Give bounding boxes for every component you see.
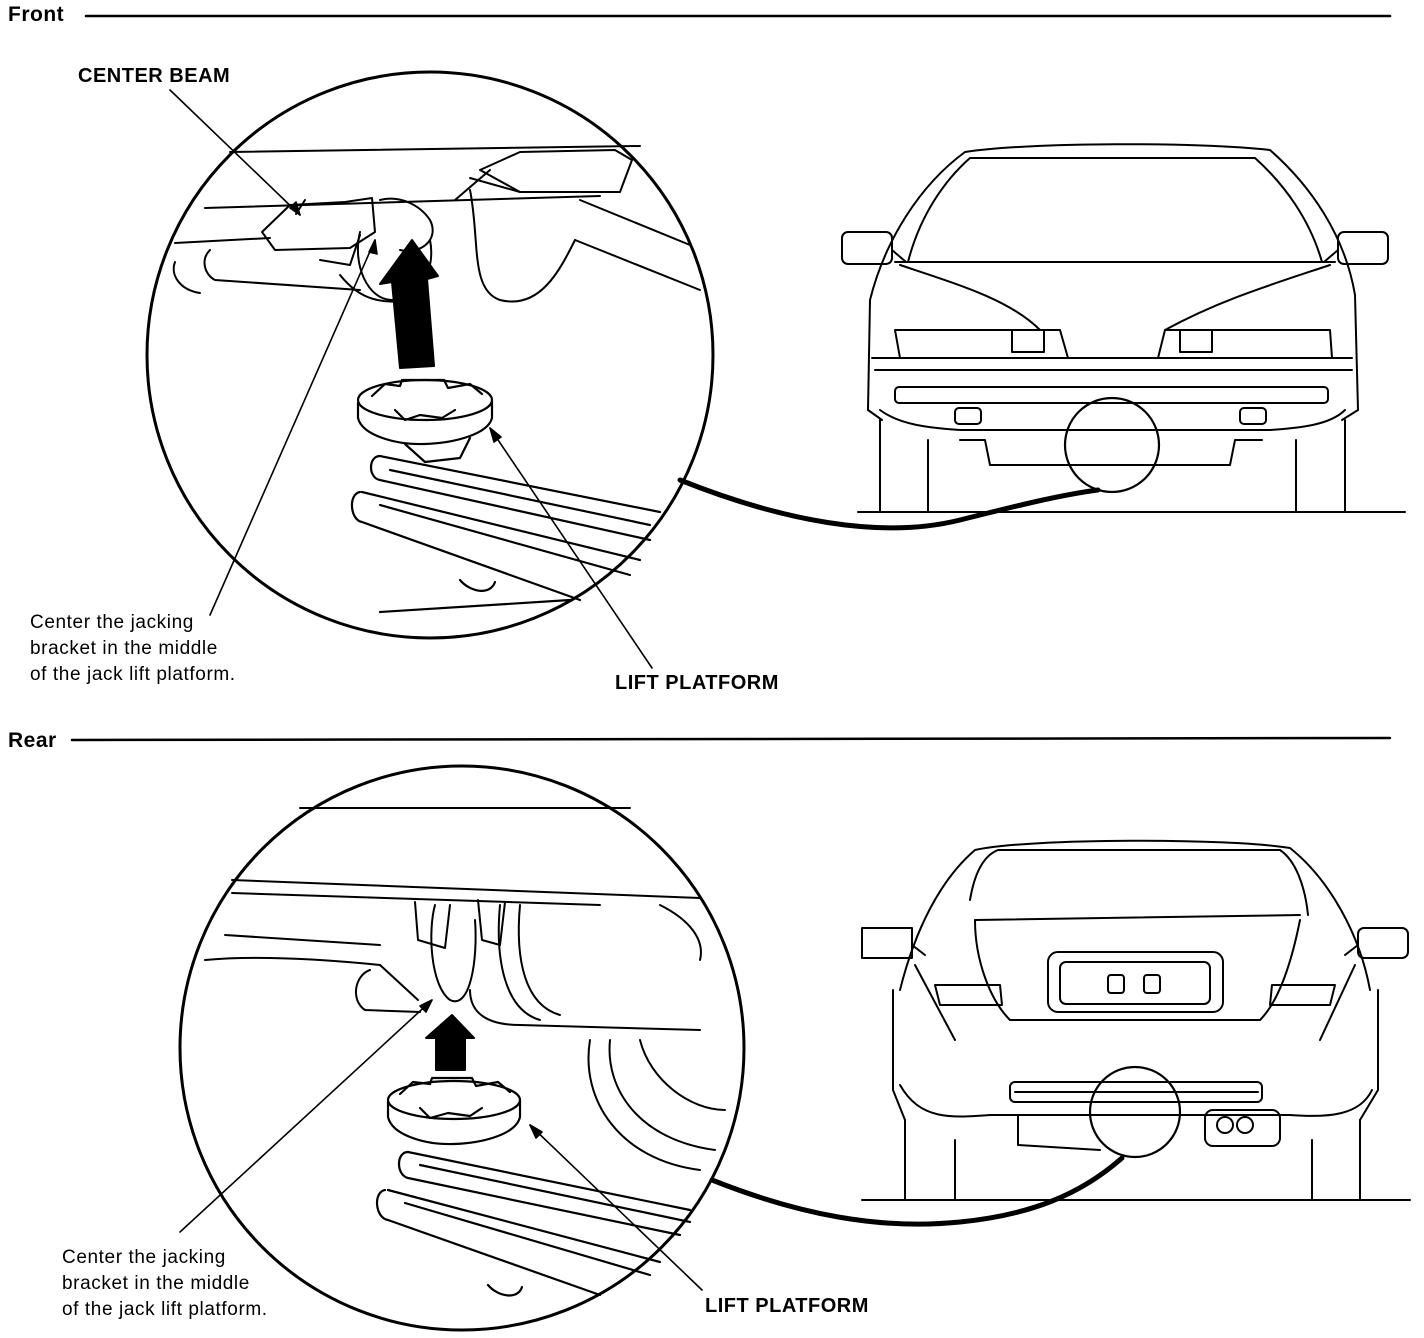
front-detail-circle <box>147 72 713 638</box>
rear-car <box>862 841 1410 1200</box>
rear-centering-note: Center the jacking bracket in the middle… <box>62 1245 382 1323</box>
rear-detail-circle <box>180 766 744 1330</box>
rear-section-title: Rear <box>8 729 57 752</box>
rear-up-arrow <box>426 1015 474 1070</box>
front-leader-lines <box>170 90 652 668</box>
front-up-arrow <box>380 240 438 368</box>
rear-note-line-1: Center the jacking <box>62 1247 226 1268</box>
rear-leader-lines <box>180 1000 702 1290</box>
front-centering-note: Center the jacking bracket in the middle… <box>30 610 350 688</box>
rear-note-line-2: bracket in the middle <box>62 1273 250 1294</box>
front-lift-platform-callout: LIFT PLATFORM <box>615 672 779 694</box>
rear-lift-platform <box>388 1078 520 1144</box>
center-beam-callout: CENTER BEAM <box>78 65 231 87</box>
front-jack-arms <box>352 456 660 612</box>
front-section-title: Front <box>8 3 65 26</box>
front-note-line-3: of the jack lift platform. <box>30 664 236 685</box>
front-connector <box>680 480 1098 528</box>
front-lift-platform <box>358 380 492 462</box>
rear-note-line-3: of the jack lift platform. <box>62 1299 268 1320</box>
rear-section-rule <box>72 738 1390 740</box>
rear-lift-platform-callout: LIFT PLATFORM <box>705 1295 869 1317</box>
rear-connector <box>712 1158 1122 1224</box>
front-car <box>842 144 1405 512</box>
rear-jack-arms <box>377 1152 690 1295</box>
front-note-line-1: Center the jacking <box>30 612 194 633</box>
front-note-line-2: bracket in the middle <box>30 638 218 659</box>
rear-underbody-detail <box>205 808 725 1170</box>
